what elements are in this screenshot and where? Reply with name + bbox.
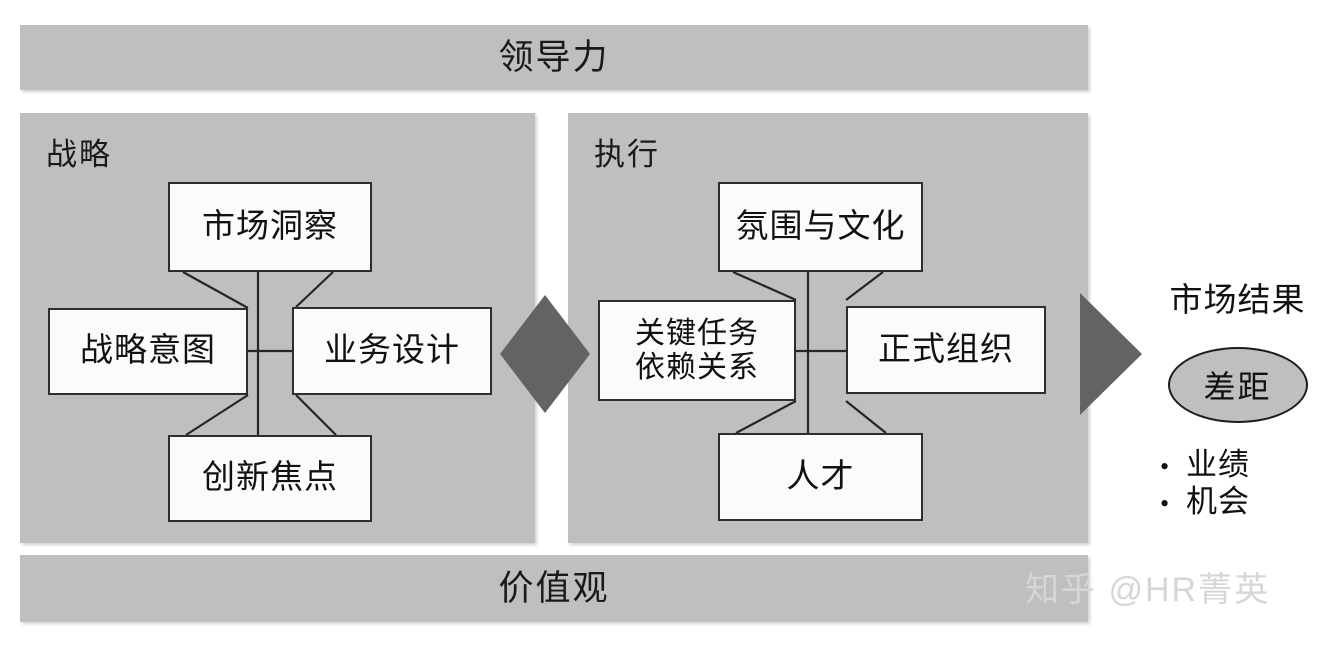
- node-talent[interactable]: 人才: [718, 433, 923, 521]
- outcome-bullet-label: 机会: [1186, 483, 1250, 519]
- node-business-design-label: 业务设计: [324, 332, 460, 369]
- node-market-insight-label: 市场洞察: [202, 208, 338, 245]
- node-talent-label: 人才: [786, 458, 855, 495]
- panel-execution-title: 执行: [594, 137, 660, 172]
- gap-ellipse: 差距: [1167, 347, 1308, 423]
- node-strategic-intent[interactable]: 战略意图: [48, 308, 248, 395]
- gap-label: 差距: [1203, 369, 1272, 405]
- bullet-marker-icon: •: [1160, 488, 1171, 518]
- panel-strategy-title: 战略: [46, 137, 112, 172]
- node-innovation-focus[interactable]: 创新焦点: [168, 435, 372, 522]
- node-formal-org-label: 正式组织: [878, 331, 1014, 368]
- outcome-bullet-label: 业绩: [1186, 447, 1250, 482]
- node-business-design[interactable]: 业务设计: [292, 307, 492, 395]
- node-climate-culture[interactable]: 氛围与文化: [718, 182, 923, 272]
- band-leadership: 领导力: [20, 25, 1088, 90]
- bullet-marker-icon: •: [1160, 452, 1171, 481]
- watermark: 知乎 @HR菁英: [1025, 571, 1271, 609]
- outcome-column: 市场结果 差距 • 业绩 • 机会: [1150, 285, 1325, 520]
- outcome-bullet-list: • 业绩 • 机会: [1160, 447, 1325, 520]
- node-key-tasks-label-line1: 关键任务: [635, 316, 759, 350]
- panel-strategy: 战略 市场洞察 战略意图: [20, 113, 535, 543]
- panel-execution: 执行 氛围与文化 关键任务 依赖关系 正式组织 人才: [568, 113, 1088, 543]
- outcome-title: 市场结果: [1169, 283, 1306, 319]
- node-formal-org[interactable]: 正式组织: [846, 306, 1046, 394]
- node-climate-culture-label: 氛围与文化: [735, 208, 906, 245]
- band-leadership-label: 领导力: [498, 38, 610, 77]
- node-strategic-intent-label: 战略意图: [80, 333, 216, 370]
- node-key-tasks[interactable]: 关键任务 依赖关系: [598, 300, 796, 401]
- node-key-tasks-label-line2: 依赖关系: [635, 350, 759, 384]
- band-values: 价值观: [20, 555, 1088, 622]
- list-item: • 业绩: [1160, 447, 1325, 484]
- list-item: • 机会: [1160, 484, 1325, 521]
- node-innovation-focus-label: 创新焦点: [202, 460, 338, 497]
- band-values-label: 价值观: [498, 569, 610, 608]
- arrow-right-icon: [1080, 293, 1142, 415]
- node-market-insight[interactable]: 市场洞察: [168, 182, 372, 272]
